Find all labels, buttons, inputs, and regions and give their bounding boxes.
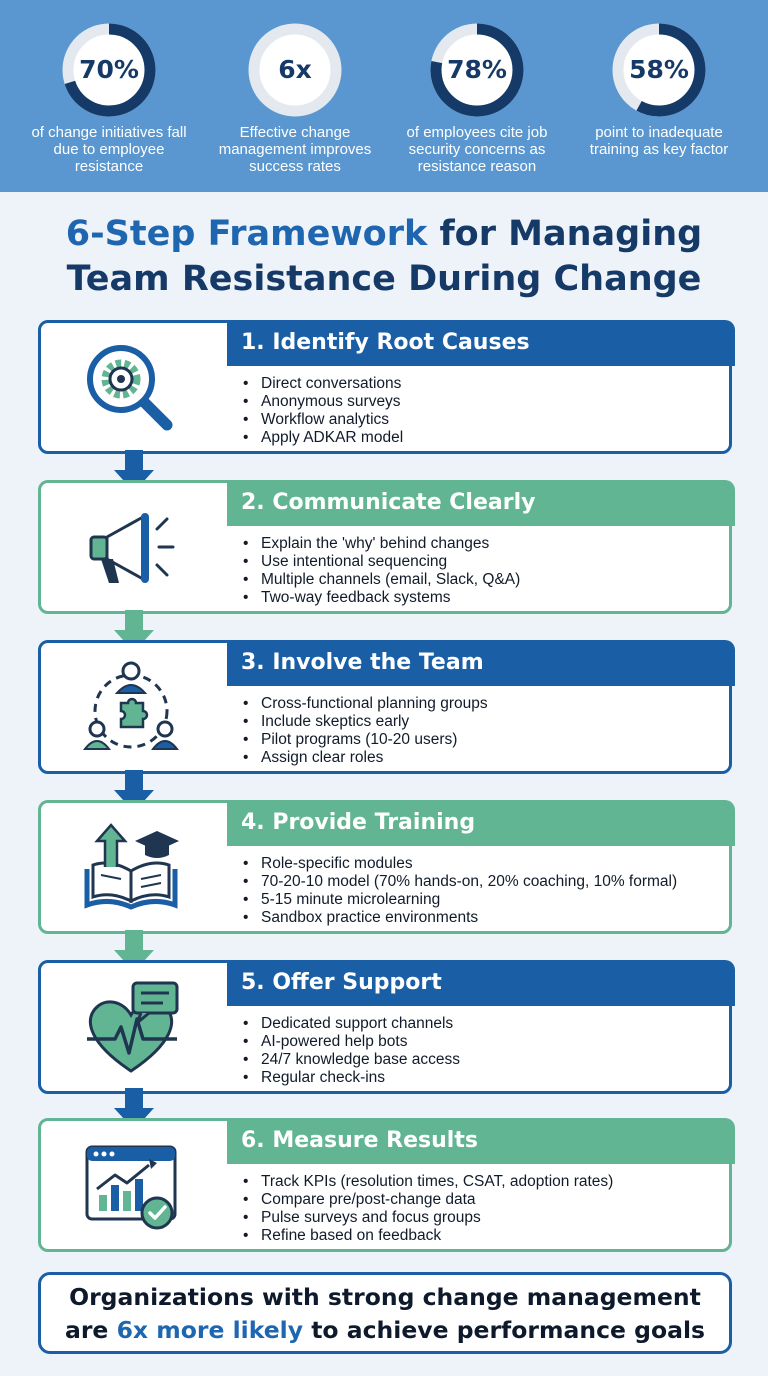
step-bullet-list: Explain the 'why' behind changes Use int… (243, 535, 520, 607)
magnifier-gear-icon (87, 345, 173, 431)
step-bullet-list: Track KPIs (resolution times, CSAT, adop… (243, 1173, 613, 1245)
stats-banner: 70% of change initiatives fall due to em… (0, 0, 768, 192)
footer-text: are (64, 1316, 117, 1344)
list-item: Dedicated support channels (243, 1015, 460, 1033)
step-communicate-clearly: 2. Communicate Clearly Explain the 'why'… (38, 480, 735, 614)
step-title: 5. Offer Support (227, 960, 735, 1006)
stat-ring: 70% (61, 22, 157, 118)
stat-value: 58% (629, 55, 689, 84)
book-graduation-icon (84, 823, 179, 910)
list-item: Include skeptics early (243, 713, 488, 731)
stat-caption: of employees cite job security concerns … (406, 124, 548, 175)
stat-ring: 78% (429, 22, 525, 118)
footer-callout: Organizations with strong change managem… (38, 1272, 732, 1354)
title-line2: Team Resistance During Change (66, 259, 702, 299)
heart-chat-icon (87, 981, 179, 1073)
title-highlight: 6-Step Framework (65, 214, 428, 254)
progress-ring-icon (612, 23, 706, 117)
step-offer-support: 5. Offer Support Dedicated support chann… (38, 960, 735, 1094)
stat-value: 70% (79, 55, 139, 84)
list-item: Cross-functional planning groups (243, 695, 488, 713)
list-item: Sandbox practice environments (243, 909, 677, 927)
step-bullet-list: Direct conversations Anonymous surveys W… (243, 375, 403, 447)
stat-ring: 6x (247, 22, 343, 118)
list-item: 70-20-10 model (70% hands-on, 20% coachi… (243, 873, 677, 891)
dashboard-chart-icon (85, 1145, 177, 1230)
list-item: AI-powered help bots (243, 1033, 460, 1051)
step-bullet-list: Role-specific modules 70-20-10 model (70… (243, 855, 677, 927)
list-item: Track KPIs (resolution times, CSAT, adop… (243, 1173, 613, 1191)
stat-training: 58% point to inadequate training as key … (567, 22, 751, 158)
list-item: Workflow analytics (243, 411, 403, 429)
footer-line1: Organizations with strong change managem… (69, 1283, 701, 1311)
footer-highlight: 6x more likely (116, 1316, 304, 1344)
stat-value: 6x (278, 55, 312, 84)
list-item: Compare pre/post-change data (243, 1191, 613, 1209)
title-line1: for Managing (427, 214, 703, 254)
list-item: Pulse surveys and focus groups (243, 1209, 613, 1227)
progress-ring-icon (248, 23, 342, 117)
list-item: Regular check-ins (243, 1069, 460, 1087)
megaphone-icon (89, 513, 175, 583)
down-arrow-icon (114, 930, 154, 972)
step-title: 2. Communicate Clearly (227, 480, 735, 526)
progress-ring-icon (430, 23, 524, 117)
stat-success-rate: 6x Effective change management improves … (203, 22, 387, 175)
list-item: 5-15 minute microlearning (243, 891, 677, 909)
list-item: Assign clear roles (243, 749, 488, 767)
list-item: Refine based on feedback (243, 1227, 613, 1245)
step-bullet-list: Cross-functional planning groups Include… (243, 695, 488, 767)
down-arrow-icon (114, 450, 154, 492)
footer-text: to achieve performance goals (303, 1316, 706, 1344)
team-puzzle-icon (82, 661, 180, 750)
step-title: 6. Measure Results (227, 1118, 735, 1164)
stat-caption: of change initiatives fall due to employ… (31, 124, 187, 175)
list-item: Role-specific modules (243, 855, 677, 873)
down-arrow-icon (114, 1088, 154, 1130)
stat-caption: point to inadequate training as key fact… (589, 124, 729, 158)
step-measure-results: 6. Measure Results Track KPIs (resolutio… (38, 1118, 735, 1252)
step-involve-the-team: 3. Involve the Team Cross-functional pla… (38, 640, 735, 774)
down-arrow-icon (114, 610, 154, 652)
down-arrow-icon (114, 770, 154, 812)
list-item: Anonymous surveys (243, 393, 403, 411)
progress-ring-icon (62, 23, 156, 117)
step-provide-training: 4. Provide Training Role-specific module… (38, 800, 735, 934)
step-title: 3. Involve the Team (227, 640, 735, 686)
list-item: Multiple channels (email, Slack, Q&A) (243, 571, 520, 589)
list-item: Two-way feedback systems (243, 589, 520, 607)
list-item: Use intentional sequencing (243, 553, 520, 571)
step-bullet-list: Dedicated support channels AI-powered he… (243, 1015, 460, 1087)
stat-ring: 58% (611, 22, 707, 118)
list-item: Explain the 'why' behind changes (243, 535, 520, 553)
page-title: 6-Step Framework for Managing Team Resis… (0, 212, 768, 302)
step-identify-root-causes: 1. Identify Root Causes Direct conversat… (38, 320, 735, 454)
stat-job-security: 78% of employees cite job security conce… (385, 22, 569, 175)
footer-line2: are 6x more likely to achieve performanc… (41, 1314, 729, 1347)
step-title: 1. Identify Root Causes (227, 320, 735, 366)
stat-caption: Effective change management improves suc… (218, 124, 372, 175)
stat-resistance: 70% of change initiatives fall due to em… (17, 22, 201, 175)
list-item: Pilot programs (10-20 users) (243, 731, 488, 749)
stat-value: 78% (447, 55, 507, 84)
list-item: Direct conversations (243, 375, 403, 393)
list-item: Apply ADKAR model (243, 429, 403, 447)
step-title: 4. Provide Training (227, 800, 735, 846)
list-item: 24/7 knowledge base access (243, 1051, 460, 1069)
